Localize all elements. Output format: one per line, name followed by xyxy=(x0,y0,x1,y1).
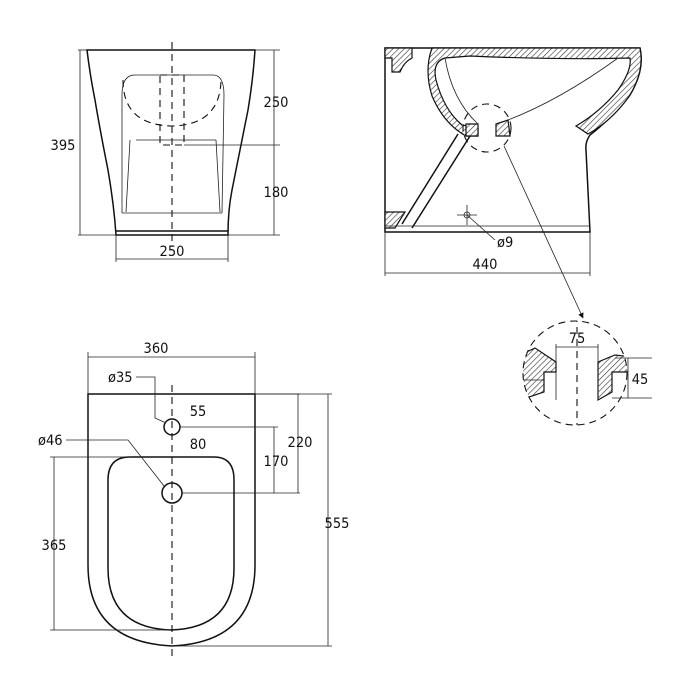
fixing-hole-marker xyxy=(457,205,496,241)
detail-right-section xyxy=(597,354,627,402)
side-base-section xyxy=(384,211,407,229)
detail-leader xyxy=(503,145,584,319)
front-view: 395 250 180 250 xyxy=(51,42,289,262)
dim-text-395: 395 xyxy=(51,138,76,154)
dim-text-555: 555 xyxy=(325,516,350,532)
top-view: 360 ø35 55 80 ø46 170 220 555 365 xyxy=(38,341,349,658)
front-body-outline xyxy=(86,49,256,236)
detail-view: 75 45 xyxy=(522,320,652,426)
dim-text-360: 360 xyxy=(144,341,169,357)
front-outlet-dashed xyxy=(159,74,185,146)
side-rim-section xyxy=(384,47,413,73)
dim-text-365: 365 xyxy=(42,538,67,554)
leader-drain-hole xyxy=(66,439,165,487)
dim-text-drain-hole: ø46 xyxy=(38,433,63,449)
dim-text-drain-offset: 80 xyxy=(190,437,207,453)
side-outlet-section xyxy=(465,119,511,137)
side-diagonal-support xyxy=(401,133,471,229)
leader-tap-hole xyxy=(136,376,167,424)
dim-text-tap-offset: 55 xyxy=(190,404,207,420)
front-trap-lines xyxy=(125,139,221,213)
dim-text-170: 170 xyxy=(264,454,289,470)
dim-text-180: 180 xyxy=(264,185,289,201)
dim-text-250-upper: 250 xyxy=(264,95,289,111)
detail-circle xyxy=(522,320,628,426)
dim-text-45: 45 xyxy=(632,372,649,388)
side-inner-bowl xyxy=(444,57,619,125)
side-view: ø9 440 xyxy=(384,47,642,319)
dim-text-tap-hole: ø35 xyxy=(108,370,133,386)
dim-text-75: 75 xyxy=(569,331,586,347)
side-body-outline xyxy=(384,47,642,233)
detail-callout-circle xyxy=(462,103,512,153)
dim-text-hole: ø9 xyxy=(497,235,513,251)
dim-text-440: 440 xyxy=(473,257,498,273)
side-bowl-section xyxy=(427,47,642,137)
dim-text-250-base: 250 xyxy=(160,244,185,260)
dim-text-220: 220 xyxy=(288,435,313,451)
